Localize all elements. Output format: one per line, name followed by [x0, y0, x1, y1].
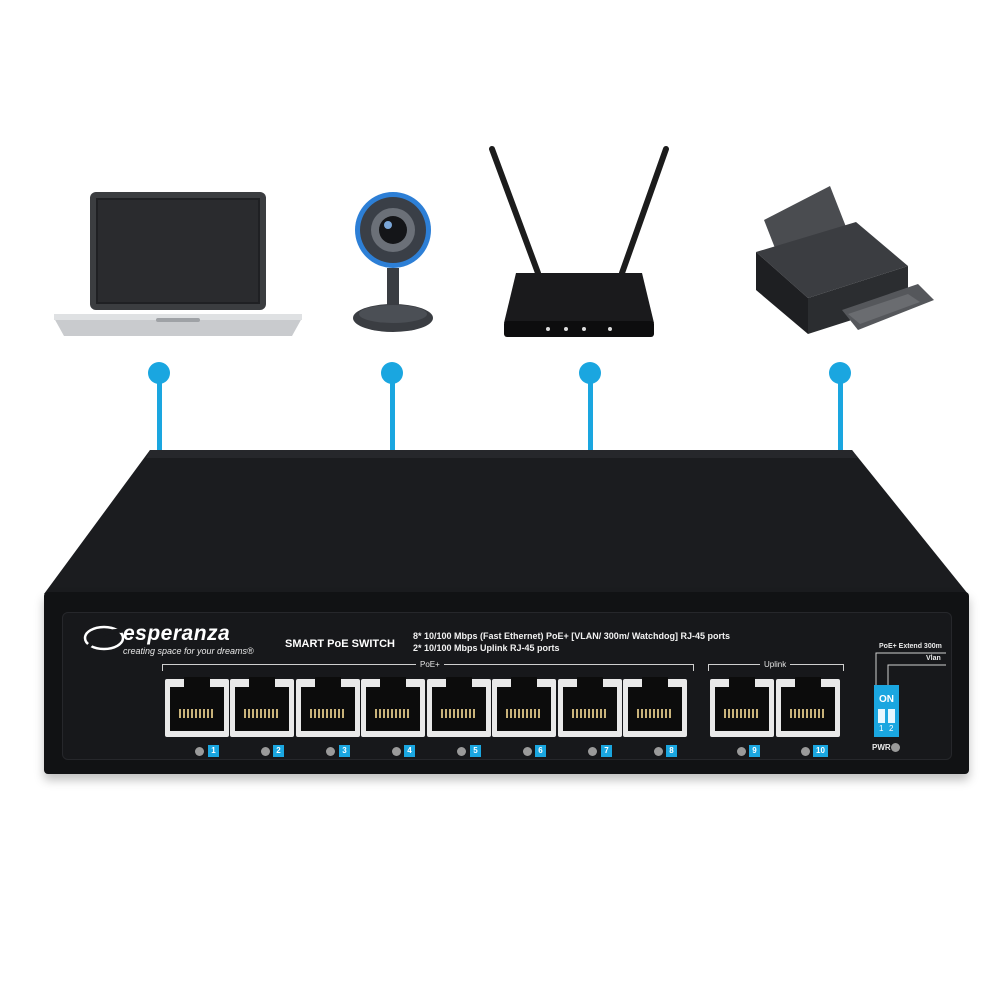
spec-line-2: 2* 10/100 Mbps Uplink RJ-45 ports — [413, 643, 560, 653]
dip-label-vlan: Vlan — [926, 655, 941, 662]
ethernet-port-10[interactable] — [776, 677, 840, 737]
port-number-7: 7 — [601, 745, 612, 757]
port-number-6: 6 — [535, 745, 546, 757]
port-led-7 — [588, 747, 597, 756]
dip-switch[interactable]: ON 1 2 — [874, 685, 899, 737]
port-number-3: 3 — [339, 745, 350, 757]
ethernet-port-3[interactable] — [296, 677, 360, 737]
connector-dot-laptop — [148, 362, 170, 384]
power-label: PWR — [872, 743, 891, 752]
port-led-6 — [523, 747, 532, 756]
ethernet-port-2[interactable] — [230, 677, 294, 737]
model-name: SMART PoE SWITCH — [285, 638, 395, 650]
port-number-5: 5 — [470, 745, 481, 757]
dip-toggle-1[interactable] — [878, 709, 885, 723]
ethernet-port-7[interactable] — [558, 677, 622, 737]
connector-line-router — [588, 373, 593, 453]
ethernet-port-5[interactable] — [427, 677, 491, 737]
ethernet-port-1[interactable] — [165, 677, 229, 737]
port-led-3 — [326, 747, 335, 756]
uplink-group-label: Uplink — [760, 660, 791, 669]
laptop-icon — [54, 192, 302, 336]
connector-line-laptop — [157, 373, 162, 453]
dip-number-2: 2 — [889, 724, 894, 733]
port-number-4: 4 — [404, 745, 415, 757]
connector-dot-printer — [829, 362, 851, 384]
ethernet-port-6[interactable] — [492, 677, 556, 737]
port-led-5 — [457, 747, 466, 756]
spec-line-1: 8* 10/100 Mbps (Fast Ethernet) PoE+ [VLA… — [413, 631, 730, 641]
printer-icon — [756, 186, 934, 334]
poe-group-label: PoE+ — [416, 660, 444, 669]
ethernet-port-9[interactable] — [710, 677, 774, 737]
webcam-icon — [353, 192, 433, 332]
port-number-8: 8 — [666, 745, 677, 757]
dip-number-1: 1 — [879, 724, 884, 733]
connector-dot-webcam — [381, 362, 403, 384]
port-led-2 — [261, 747, 270, 756]
port-number-1: 1 — [208, 745, 219, 757]
connector-dot-router — [579, 362, 601, 384]
port-number-2: 2 — [273, 745, 284, 757]
esperanza-logo-icon — [83, 625, 124, 651]
power-led — [891, 743, 900, 752]
dip-leader-lines — [875, 652, 946, 685]
connector-line-printer — [838, 373, 843, 453]
port-led-4 — [392, 747, 401, 756]
port-number-10: 10 — [813, 745, 828, 757]
port-led-1 — [195, 747, 204, 756]
dip-label-poe-extend: PoE+ Extend 300m — [879, 643, 942, 650]
brand-name: esperanza — [123, 622, 231, 645]
brand-tagline: creating space for your dreams® — [123, 646, 254, 656]
dip-on-label: ON — [879, 694, 894, 705]
dip-toggle-2[interactable] — [888, 709, 895, 723]
ethernet-port-8[interactable] — [623, 677, 687, 737]
port-led-10 — [801, 747, 810, 756]
connector-line-webcam — [390, 373, 395, 453]
port-number-9: 9 — [749, 745, 760, 757]
router-icon — [489, 146, 669, 337]
port-led-8 — [654, 747, 663, 756]
ethernet-port-4[interactable] — [361, 677, 425, 737]
port-led-9 — [737, 747, 746, 756]
